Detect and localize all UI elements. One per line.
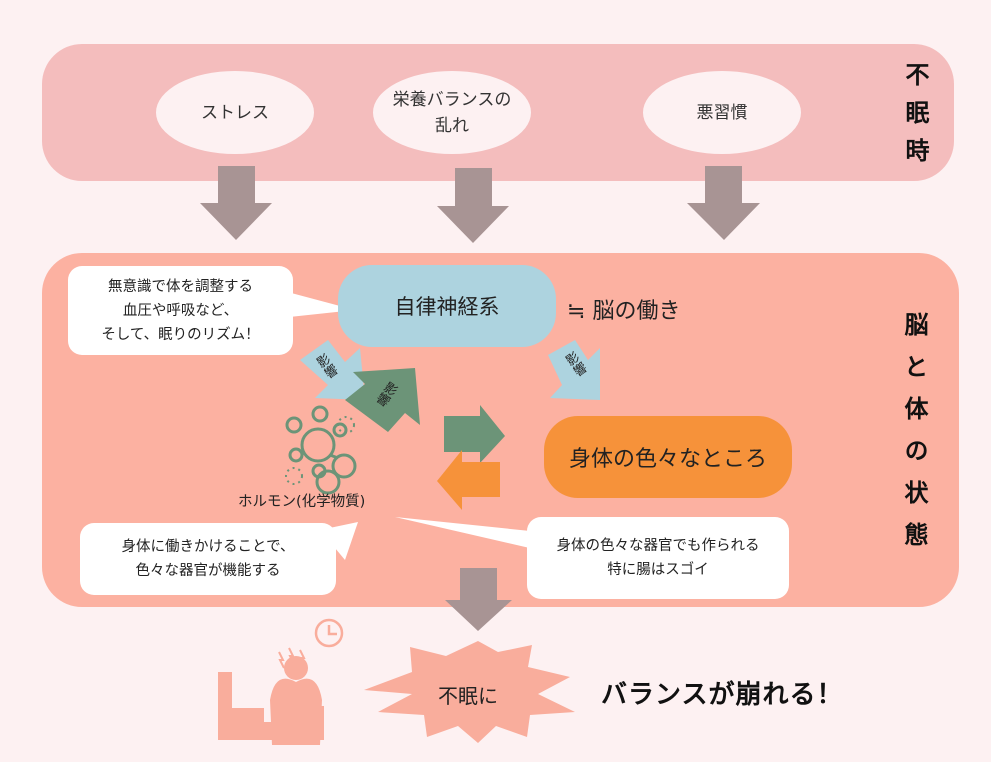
arrow-down-stress [200, 166, 272, 240]
bubble-autonomic: 無意識で体を調整する 血圧や呼吸など、 そして、眠りのリズム！ [68, 266, 293, 355]
bubble-hormone-function-line1: 身体に働きかけることで、 [121, 539, 295, 555]
clock-icon [314, 618, 344, 648]
autonomic-nervous-system-box: 自律神経系 [338, 265, 556, 347]
bubble-autonomic-line2: 血圧や呼吸など、 [122, 302, 239, 319]
bubble-tail-origin [395, 517, 560, 555]
insomnia-time-label: 不眠時 [901, 62, 929, 176]
insomnia-person-icon [218, 647, 324, 745]
cause-nutrition: 栄養バランスの 乱れ [373, 71, 531, 154]
balance-collapses-text: バランスが崩れる！ [601, 680, 844, 710]
influence-arrow-to-hormone [300, 340, 365, 400]
cause-bad-habits-text: 悪習慣 [696, 102, 748, 123]
influence-arrow-to-body [548, 340, 600, 400]
bubble-autonomic-line1: 無意識で体を調整する [108, 278, 253, 295]
arrow-down-insomnia [445, 568, 512, 631]
arrow-down-nutrition [437, 168, 509, 243]
cause-stress-text: ストレス [201, 102, 269, 123]
arrow-body-to-hormone [437, 450, 500, 510]
cause-bad-habits: 悪習慣 [643, 71, 801, 154]
brain-body-state-label: 脳と体の状態 [900, 312, 928, 564]
cause-nutrition-line1: 栄養バランスの [392, 89, 512, 110]
insomnia-text: 不眠に [438, 684, 498, 708]
bubble-hormone-origin-line1: 身体の色々な器官でも作られる [556, 538, 760, 554]
bubble-autonomic-line3: そして、眠りのリズム！ [101, 326, 260, 343]
bubble-hormone-origin: 身体の色々な器官でも作られる 特に腸はスゴイ [527, 517, 789, 599]
cause-stress: ストレス [156, 71, 314, 154]
influence-arrow-to-autonomic [345, 368, 420, 432]
bubble-tail-autonomic [280, 290, 355, 318]
hormone-label: ホルモン(化学物質) [238, 494, 366, 510]
body-parts-text: 身体の色々なところ [568, 447, 767, 472]
bubble-hormone-function-line2: 色々な器官が機能する [135, 563, 281, 579]
arrow-hormone-to-body [444, 405, 505, 463]
arrow-down-habits [687, 166, 760, 240]
approx-brain-function: ≒ 脳の働き [567, 299, 681, 324]
autonomic-nervous-system-text: 自律神経系 [394, 295, 500, 319]
molecule-icon [285, 405, 357, 495]
bubble-hormone-function: 身体に働きかけることで、 色々な器官が機能する [80, 523, 336, 595]
bubble-hormone-origin-line2: 特に腸はスゴイ [607, 562, 709, 578]
cause-nutrition-line2: 乱れ [435, 115, 469, 136]
body-parts-box: 身体の色々なところ [544, 416, 792, 498]
insomnia-starburst [364, 641, 575, 743]
